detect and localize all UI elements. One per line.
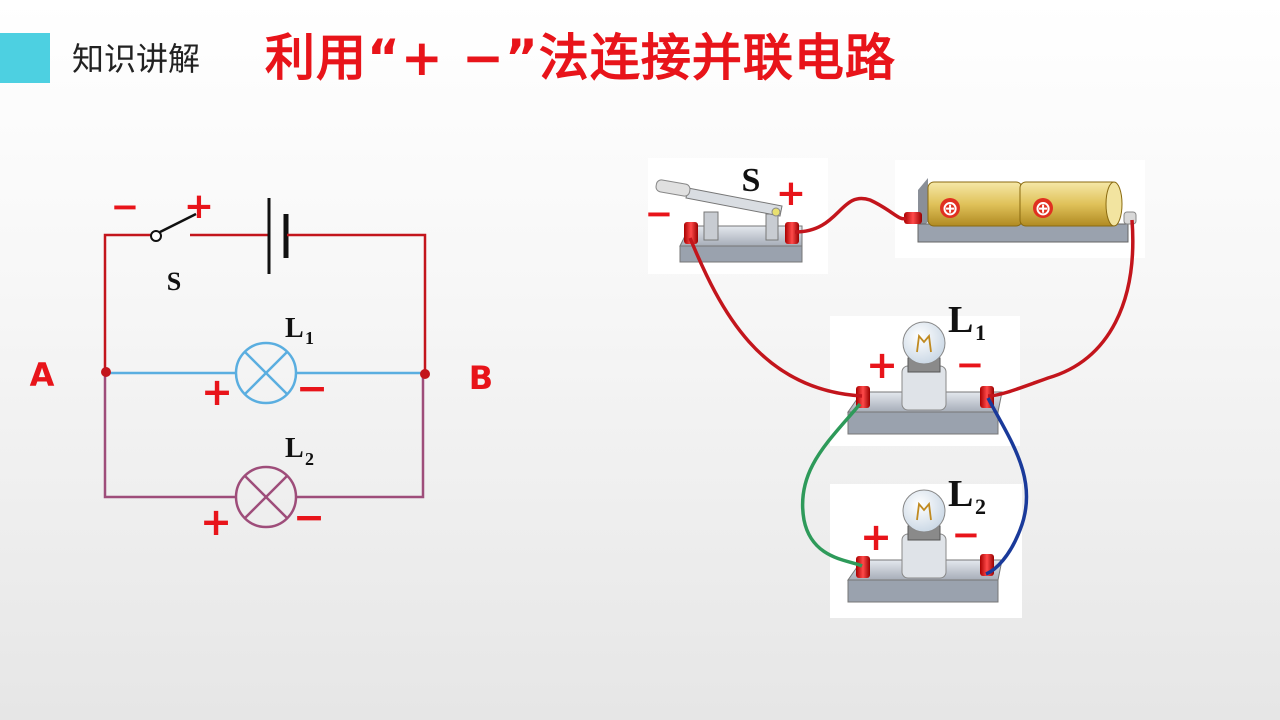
wire-l1-to-l2-navy [985, 397, 1029, 576]
switch-minus-physical: − [645, 194, 674, 234]
battery-holder-base [917, 223, 1129, 243]
lamp-l1-cross-b [244, 351, 288, 395]
lamp-l2-plus-physical: + [860, 515, 892, 559]
lamp-l1-subscript: 1 [305, 328, 314, 348]
knife-switch-base [679, 225, 803, 247]
battery-terminal-left [904, 212, 922, 224]
battery-cell-1-plus-icon: ⊕ [942, 196, 959, 220]
wire-switch-to-lamp-l1 [688, 237, 863, 398]
lamp-l2-base-front [847, 579, 999, 603]
schematic-top-wire-right [287, 233, 427, 374]
lamp-l1-socket [901, 365, 947, 411]
page-title: 利用“+ −”法连接并联电路 [265, 29, 896, 87]
knife-switch-hinge [703, 211, 719, 241]
header-marker [0, 33, 50, 83]
knife-switch: S + − [645, 162, 806, 263]
circuit-schematic: − + S A B L 1 + − L 2 + − [30, 186, 494, 544]
knife-switch-handle [655, 179, 691, 197]
lamp-l1-minus-physical: − [956, 345, 985, 385]
switch-terminal-left [684, 222, 698, 244]
switch-terminal-right [785, 222, 799, 244]
lamp-l2-symbol [234, 465, 298, 529]
lamp-l1-minus-sign: − [296, 366, 328, 410]
lamp-l2-socket [901, 533, 947, 579]
knife-switch-base-front [679, 245, 803, 263]
switch-blade [159, 212, 197, 234]
node-b-label: B [469, 359, 493, 397]
lamp-l2-minus-sign: − [293, 495, 325, 539]
junction-b-dot [420, 369, 430, 379]
knife-switch-clip [765, 213, 779, 241]
lamp-l2-subscript: 2 [305, 449, 314, 469]
battery-cell-1-plus-marker [940, 198, 960, 218]
lamp-l1-device: L 1 + − [847, 299, 1003, 435]
switch-minus-sign: − [111, 187, 140, 227]
lamp-l2-label: L [285, 433, 304, 464]
schematic-l2-wire-right [296, 376, 425, 499]
schematic-top-wire-left [103, 233, 151, 372]
lamp-l1-terminal-left [856, 386, 870, 408]
schematic-l2-wire-left [103, 373, 236, 499]
wire-battery-to-lamp-l1 [987, 219, 1135, 398]
switch-pivot [150, 230, 162, 242]
battery-cell-2-plus-marker [1033, 198, 1053, 218]
wire-switch-to-battery [794, 196, 907, 234]
lamp-l1-plus-physical: + [866, 343, 898, 387]
battery-cell-2-plus-icon: ⊕ [1035, 196, 1052, 220]
lamp-l1-symbol [234, 341, 298, 405]
lamp-l2-minus-physical: − [952, 515, 981, 555]
lamp-l2-cross-b [244, 475, 288, 519]
battery-terminal-right [1123, 211, 1137, 225]
lamp-l2-subscript-physical: 2 [975, 494, 986, 519]
battery-holder: ⊕ ⊕ [904, 178, 1137, 243]
header-marker-block [0, 33, 50, 83]
lamp-l1-plus-sign: + [201, 370, 233, 414]
lamp-l2-plus-sign: + [200, 500, 232, 544]
lamp-l2-filament [916, 501, 932, 521]
lamp-l2-label-physical: L [948, 473, 973, 515]
lamp-l1-subscript-physical: 1 [975, 320, 986, 345]
wire-l1-to-l2-green [800, 402, 863, 568]
lamp-l1-filament [916, 333, 932, 353]
switch-label-physical: S [742, 162, 761, 199]
lamp-l1-label: L [285, 313, 304, 344]
node-a-label: A [30, 356, 55, 394]
lamp-l2-device: L 2 + − [847, 473, 1003, 603]
lamp-l2-terminal-left [856, 556, 870, 578]
junction-a-dot [101, 367, 111, 377]
switch-label: S [167, 267, 181, 296]
lamp-l1-label-physical: L [948, 299, 973, 341]
switch-plus-sign: + [184, 186, 214, 227]
switch-plus-physical: + [776, 173, 806, 214]
section-label: 知识讲解 [72, 40, 201, 78]
physical-circuit: S + − ⊕ ⊕ L 1 [645, 158, 1145, 618]
knife-switch-blade-tip [771, 207, 781, 217]
lamp-l1-base-front [847, 411, 999, 435]
battery-cell-end [1105, 181, 1123, 227]
